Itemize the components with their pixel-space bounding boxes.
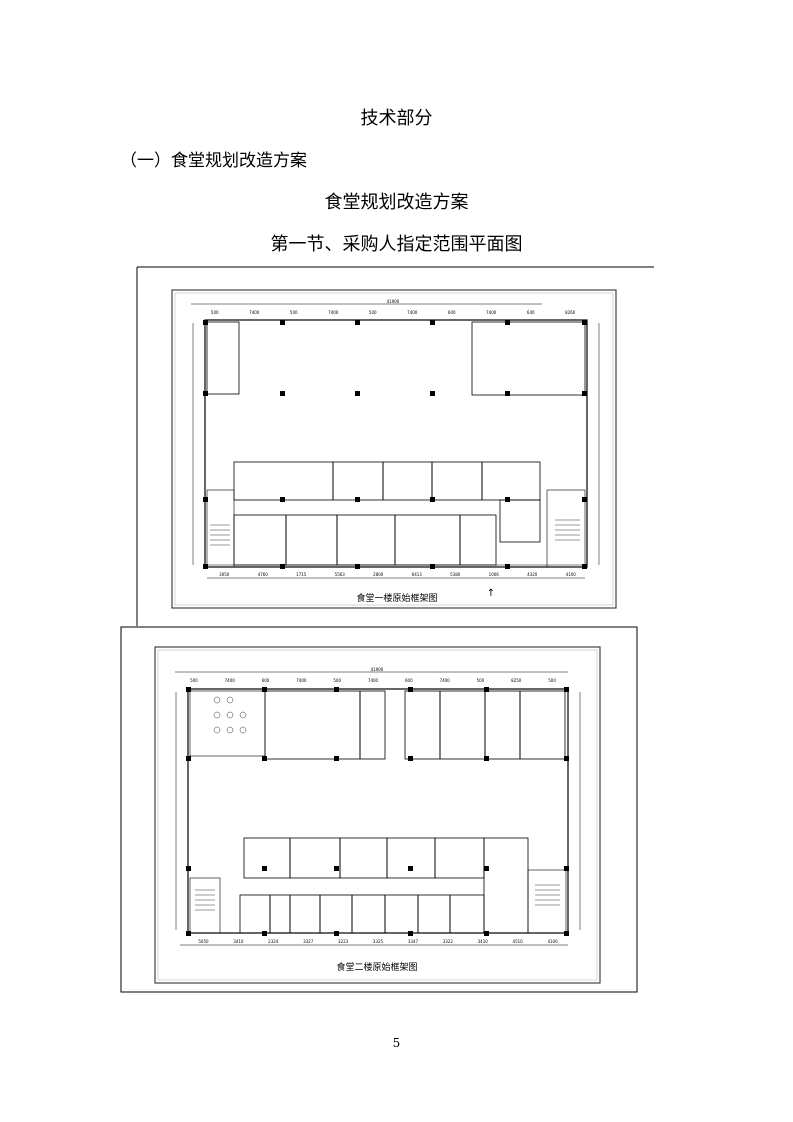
dimension-label: 3327 (303, 939, 314, 944)
subtitle: 食堂规划改造方案 (324, 192, 469, 213)
dimension-label: 3325 (373, 939, 384, 944)
figure-2-caption: 食堂二楼原始框架图 (336, 961, 417, 973)
dimension-label: 5563 (335, 572, 346, 577)
dimension-label: 7400 (328, 310, 339, 315)
dimension-label: 500 (333, 678, 341, 683)
figure-2-columns (186, 687, 569, 936)
dimension-label: 7400 (486, 310, 497, 315)
dimension-label: 3347 (408, 939, 419, 944)
figure-1 (136, 266, 654, 626)
dimension-label: 5050 (198, 939, 209, 944)
dimension-label: 600 (448, 310, 456, 315)
dimension-label: 1715 (296, 572, 307, 577)
heading: 技术部分 (360, 108, 433, 129)
dimension-label: 600 (405, 678, 413, 683)
dimension-label: 7400 (225, 678, 236, 683)
dimension-label: 4100 (547, 939, 558, 944)
dimension-label: 7400 (296, 678, 307, 683)
dimension-label: 4320 (527, 572, 538, 577)
dimension-label: 600 (262, 678, 270, 683)
figure-2-total-dim: 41900 (371, 667, 384, 672)
figure-1-total-dim: 41900 (387, 299, 400, 304)
dimension-label: 2324 (268, 939, 279, 944)
dimension-label: 640 (527, 310, 535, 315)
dimension-label: 8260 (565, 310, 576, 315)
section-title: 第一节、采购人指定范围平面图 (270, 234, 523, 255)
dimension-label: 7400 (440, 678, 451, 683)
figure-2 (120, 626, 638, 993)
page-number: 5 (392, 1036, 401, 1050)
dimension-label: 7400 (249, 310, 260, 315)
entrance-arrow-icon: ↑ (487, 588, 495, 599)
dimension-label: 3050 (219, 572, 230, 577)
dimension-label: 3322 (443, 939, 454, 944)
dimension-label: 500 (477, 678, 485, 683)
dimension-label: 7400 (407, 310, 418, 315)
dimension-label: 4760 (258, 572, 269, 577)
figure-1-columns (203, 320, 587, 569)
dimension-label: 3223 (338, 939, 349, 944)
dimension-label: 5380 (450, 572, 461, 577)
dimension-label: 500 (369, 310, 377, 315)
dimension-label: 4510 (513, 939, 524, 944)
dimension-label: 500 (548, 678, 556, 683)
dimension-label: 3410 (478, 939, 489, 944)
dimension-label: 3410 (233, 939, 244, 944)
dimension-label: 500 (290, 310, 298, 315)
dimension-label: 1006 (489, 572, 500, 577)
dimension-label: 500 (190, 678, 198, 683)
figure-1-caption: 食堂一楼原始框架图 (356, 592, 437, 604)
dimension-label: 500 (211, 310, 219, 315)
dimension-label: 6413 (412, 572, 423, 577)
dimension-label: 8250 (511, 678, 522, 683)
section-heading: （一）食堂规划改造方案 (120, 151, 307, 171)
dimension-label: 7400 (368, 678, 379, 683)
dimension-label: 2800 (373, 572, 384, 577)
dimension-label: 4100 (566, 572, 577, 577)
